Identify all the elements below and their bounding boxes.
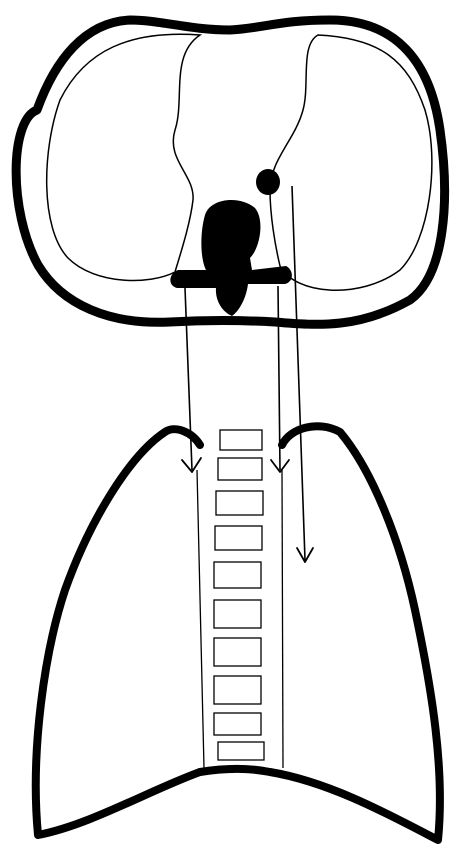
left-lung-section (47, 34, 200, 280)
vertebra-9 (214, 713, 261, 735)
spine-left-edge (197, 470, 204, 768)
vertebra-5 (214, 562, 261, 588)
projection-line-right (292, 186, 305, 560)
vertebra-1 (220, 430, 262, 450)
vertebral-column (197, 430, 283, 768)
aorta-section (256, 169, 280, 195)
lungs-frontal-view (36, 426, 440, 840)
vertebra-section (170, 200, 292, 316)
vertebra-2 (218, 458, 262, 480)
arrow-heads (182, 458, 313, 562)
vertebra-8 (214, 676, 261, 704)
projection-line-left (185, 288, 192, 470)
vertebra-7 (214, 638, 261, 666)
thorax-cross-section (16, 20, 444, 324)
vertebra-6 (214, 600, 261, 628)
vertebra-3 (216, 491, 263, 515)
projection-line-center (278, 286, 280, 470)
left-lung-outline (36, 429, 200, 835)
diaphragm-base (200, 769, 270, 772)
right-lung-outline (270, 426, 440, 840)
vertebra-10 (218, 742, 264, 760)
spine-right-edge (282, 470, 283, 768)
vertebra-4 (215, 526, 262, 550)
